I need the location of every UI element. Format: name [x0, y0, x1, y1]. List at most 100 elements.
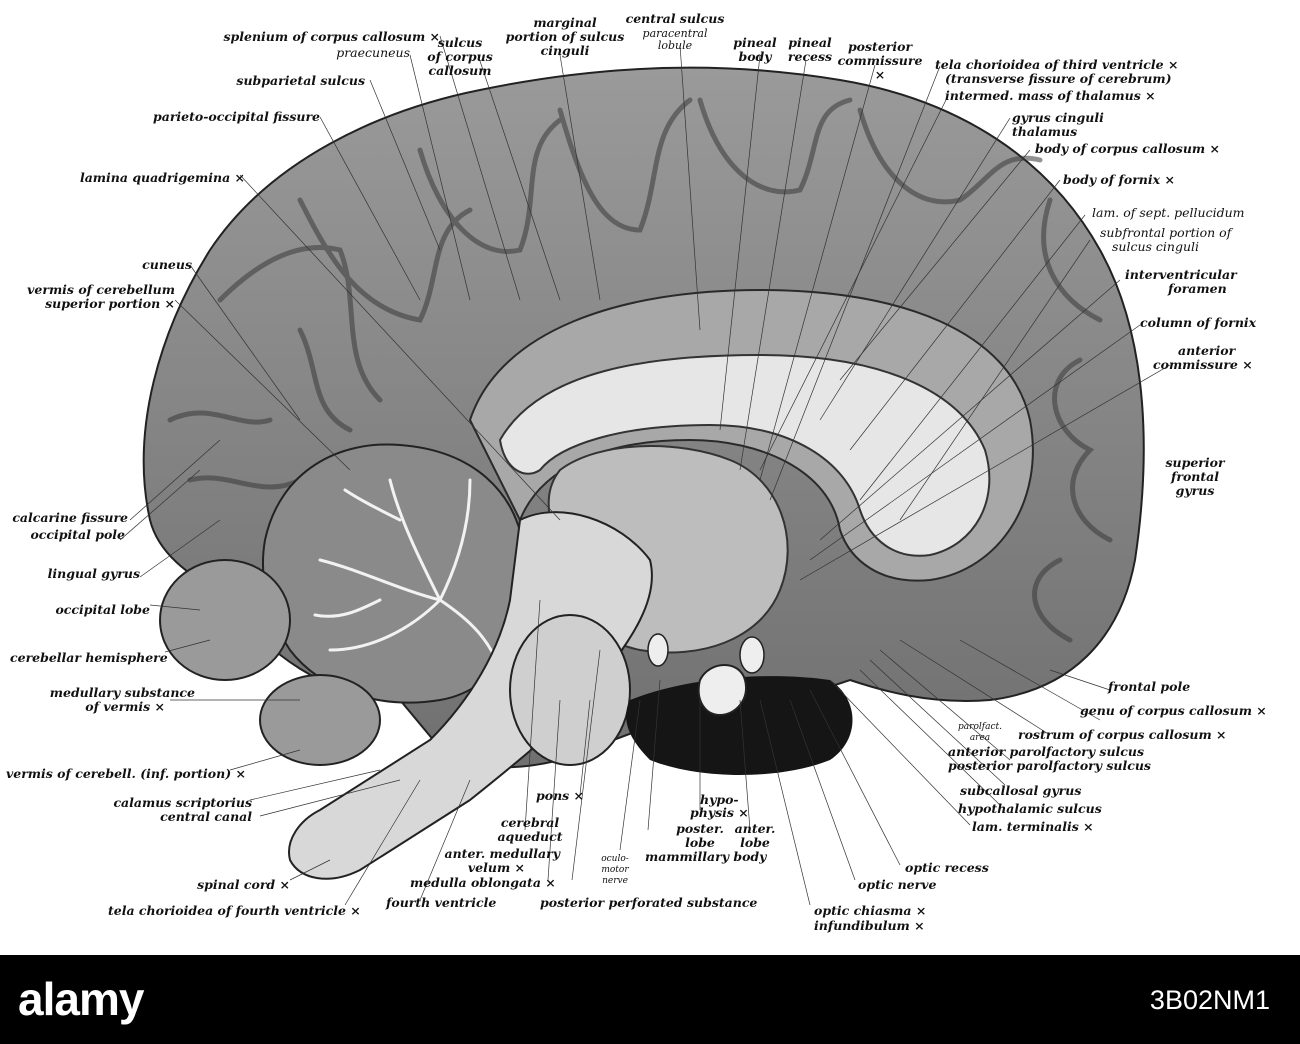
label-lamina-quadrigemina: lamina quadrigemina × — [79, 170, 245, 185]
label-marginal-3: cinguli — [540, 43, 590, 58]
label-subfrontal-1: subfrontal portion of — [1100, 225, 1232, 240]
label-vermis-superior-1: vermis of cerebellum — [27, 282, 175, 297]
label-poster-lobe-1: poster. — [676, 821, 724, 836]
label-hypothalamic: hypothalamic sulcus — [958, 801, 1102, 816]
brainstem — [288, 511, 653, 880]
label-anter-lobe-2: lobe — [740, 835, 770, 850]
label-oculomotor-2: motor — [601, 865, 629, 875]
label-spinal-cord: spinal cord × — [197, 877, 290, 892]
label-thalamus: thalamus — [1012, 124, 1078, 139]
corpus-callosum — [498, 353, 991, 557]
label-anter-lobe-1: anter. — [734, 821, 776, 836]
label-anter-medullary-2: velum × — [467, 860, 525, 875]
label-genu: genu of corpus callosum × — [1080, 703, 1267, 718]
label-calamus: calamus scriptorius — [113, 795, 252, 810]
label-superior-frontal-1: superior — [1165, 455, 1225, 470]
label-hypophysis-2: physis × — [690, 805, 749, 820]
label-hypophysis-1: hypo- — [700, 792, 739, 807]
label-paracentral-2: lobule — [657, 39, 693, 52]
label-medullary-1: medullary substance — [49, 685, 195, 700]
label-praecuneus: praecuneus — [336, 45, 410, 60]
hypophysis — [697, 664, 747, 717]
label-anterior-commissure-1: anterior — [1178, 343, 1236, 358]
label-subfrontal-2: sulcus cinguli — [1112, 239, 1199, 254]
label-posterior-commissure-x: × — [874, 67, 886, 82]
label-marginal-1: marginal — [533, 15, 597, 30]
label-posterior-commissure-2: commissure — [837, 53, 923, 68]
pons — [509, 614, 631, 766]
label-parieto-occipital: parieto-occipital fissure — [153, 109, 320, 124]
label-cuneus: cuneus — [142, 257, 192, 272]
label-cerebral-aqueduct-2: aqueduct — [497, 829, 563, 844]
label-vermis-superior-2: superior portion × — [45, 296, 175, 311]
label-sulcus-cc-1: sulcus — [437, 35, 483, 50]
arbor-vitae — [313, 478, 502, 672]
label-tela-third-1: tela chorioidea of third ventricle × — [935, 57, 1179, 72]
leader-lines — [119, 35, 1171, 906]
hypothalamus-dark — [626, 676, 853, 775]
label-paracentral-1: paracentral — [642, 27, 708, 40]
label-frontal-pole: frontal pole — [1108, 679, 1191, 694]
label-pineal-recess-2: recess — [787, 49, 833, 64]
brain-illustration — [119, 35, 1171, 906]
label-occipital-lobe: occipital lobe — [55, 602, 150, 617]
label-lam-terminalis: lam. terminalis × — [972, 819, 1094, 834]
vermis-inferior — [259, 674, 381, 766]
mammillary-body — [647, 633, 669, 667]
stock-logo: alamy — [18, 973, 144, 1025]
label-central-sulcus: central sulcus — [625, 11, 725, 26]
label-oculomotor-3: nerve — [602, 876, 628, 886]
label-cerebral-aqueduct-1: cerebral — [500, 815, 560, 830]
label-anter-medullary-1: anter. medullary — [444, 846, 560, 861]
label-parolfact-area-2: area — [969, 733, 991, 743]
label-medulla-oblongata: medulla oblongata × — [410, 875, 556, 890]
watermark-footer: alamy 3B02NM1 — [0, 955, 1300, 1044]
label-pons: pons × — [536, 788, 585, 803]
label-superior-frontal-2: frontal — [1170, 469, 1219, 484]
cerebellar-hemisphere — [159, 559, 291, 681]
label-pineal-recess-1: pineal — [788, 35, 832, 50]
gyri-pattern — [167, 97, 1113, 643]
label-column-fornix: column of fornix — [1140, 315, 1257, 330]
label-medullary-2: of vermis × — [85, 699, 165, 714]
optic-chiasma — [739, 636, 765, 674]
label-lam-sept: lam. of sept. pellucidum — [1092, 205, 1245, 220]
label-cerebellar-hemisphere: cerebellar hemisphere — [10, 650, 168, 665]
label-posterior-parolfactory: posterior parolfactory sulcus — [948, 758, 1151, 773]
label-interventricular-2: foramen — [1168, 281, 1227, 296]
label-posterior-commissure-1: posterior — [847, 39, 913, 54]
label-subparietal: subparietal sulcus — [236, 73, 365, 88]
label-occipital-pole: occipital pole — [30, 527, 125, 542]
label-central-canal: central canal — [160, 809, 252, 824]
label-posterior-perforated: posterior perforated substance — [540, 895, 758, 910]
label-subcallosal: subcallosal gyrus — [960, 783, 1082, 798]
label-body-fornix: body of fornix × — [1063, 172, 1175, 187]
label-anterior-commissure-2: commissure × — [1153, 357, 1253, 372]
label-marginal-2: portion of sulcus — [505, 29, 625, 44]
label-body-cc: body of corpus callosum × — [1035, 141, 1220, 156]
label-mammillary: mammillary body — [645, 849, 767, 864]
label-superior-frontal-3: gyrus — [1175, 483, 1215, 498]
anatomical-plate: splenium of corpus callosum × praecuneus… — [6, 11, 1267, 933]
label-vermis-inferior: vermis of cerebell. (inf. portion) × — [6, 766, 246, 781]
label-pineal-body-1: pineal — [733, 35, 777, 50]
label-parolfact-area-1: parolfact. — [958, 722, 1002, 732]
label-optic-nerve: optic nerve — [858, 877, 937, 892]
label-gyrus-cinguli: gyrus cinguli — [1012, 110, 1104, 125]
label-rostrum: rostrum of corpus callosum × — [1018, 727, 1227, 742]
label-oculomotor-1: oculo- — [601, 854, 629, 864]
label-sulcus-cc-3: callosum — [428, 63, 492, 78]
label-fourth-ventricle: fourth ventricle — [386, 895, 497, 910]
label-optic-recess: optic recess — [905, 860, 989, 875]
label-infundibulum: infundibulum × — [814, 918, 925, 933]
label-pineal-body-2: body — [738, 49, 772, 64]
label-anterior-parolfactory: anterior parolfactory sulcus — [948, 744, 1145, 759]
label-poster-lobe-2: lobe — [685, 835, 715, 850]
label-intermed-mass: intermed. mass of thalamus × — [945, 88, 1156, 103]
label-optic-chiasma: optic chiasma × — [814, 903, 927, 918]
label-calcarine: calcarine fissure — [12, 510, 128, 525]
label-tela-third-2: (transverse fissure of cerebrum) — [945, 71, 1172, 86]
label-sulcus-cc-2: of corpus — [427, 49, 493, 64]
label-tela-fourth: tela chorioidea of fourth ventricle × — [108, 903, 361, 918]
label-splenium: splenium of corpus callosum × — [223, 29, 440, 44]
